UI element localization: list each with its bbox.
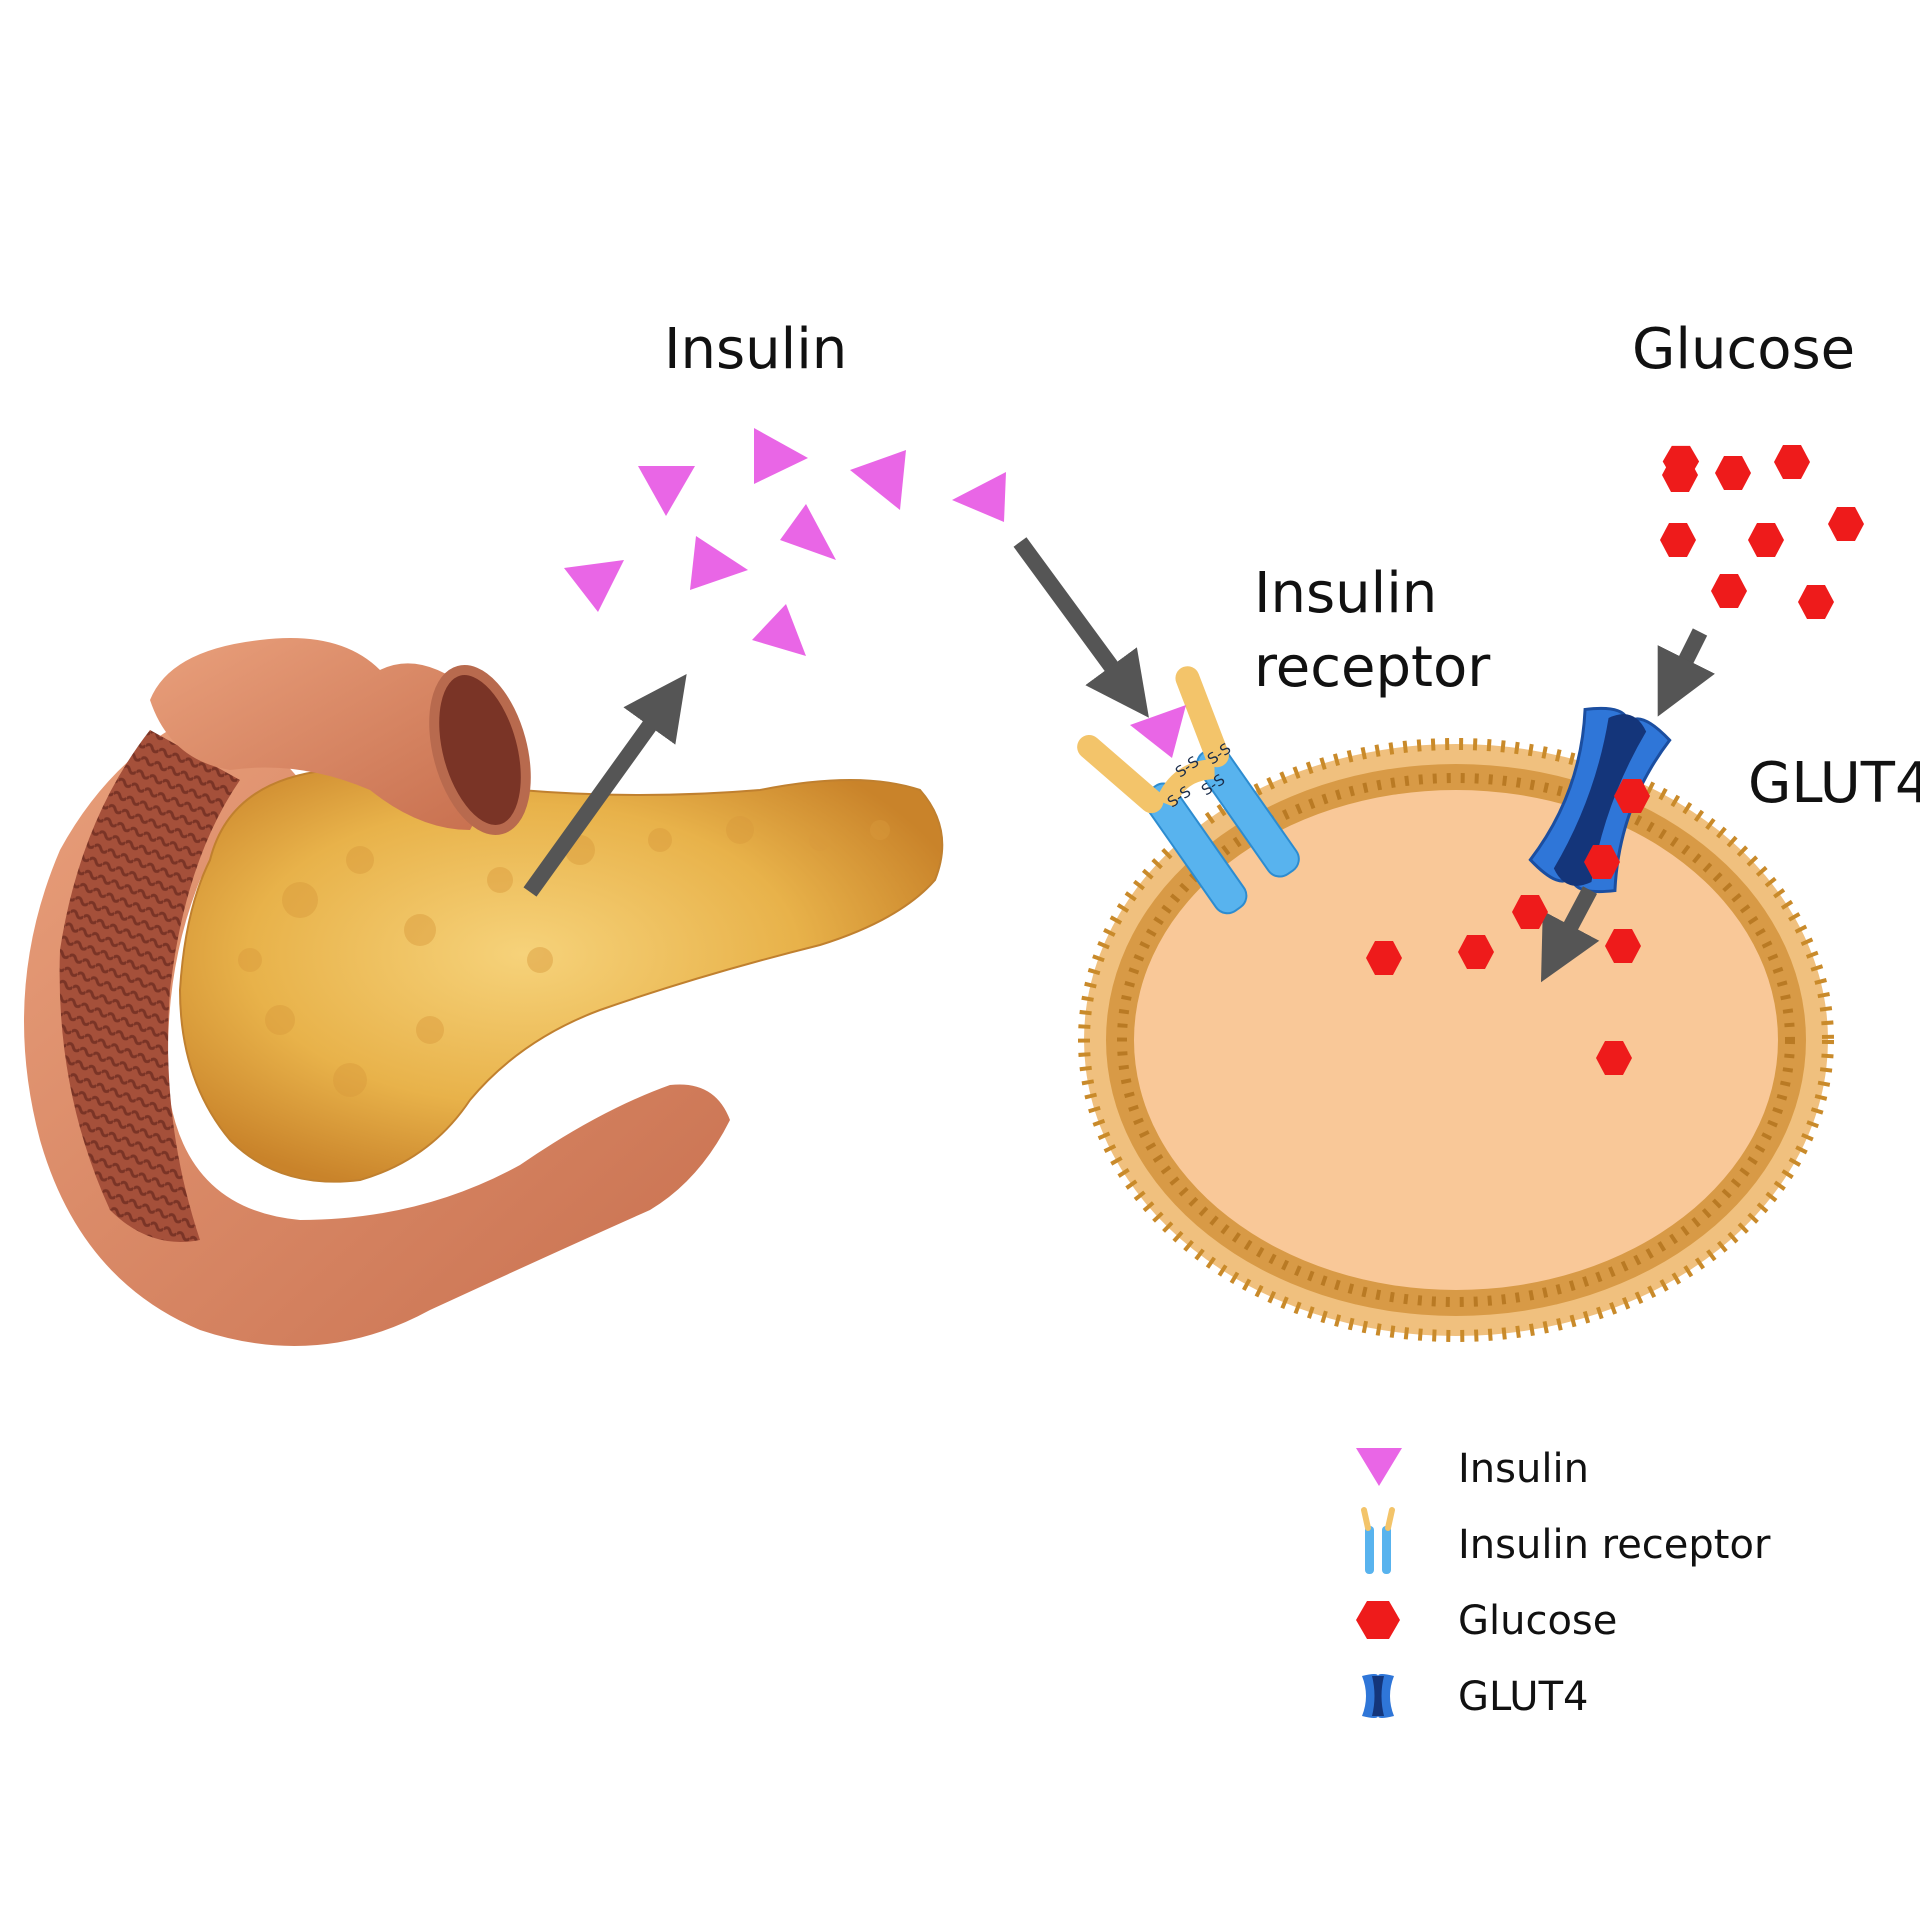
glut4-label: GLUT4 xyxy=(1748,751,1920,816)
legend-item-insulin-receptor: Insulin receptor xyxy=(1361,1507,1771,1574)
insulin-receptor-icon xyxy=(1361,1507,1395,1574)
bound-insulin-triangle xyxy=(1130,705,1186,758)
cell-cytoplasm xyxy=(1134,790,1778,1290)
legend-label: GLUT4 xyxy=(1458,1674,1588,1720)
glucose-molecules xyxy=(1366,445,1864,1075)
insulin-receptor-label-line2: receptor xyxy=(1254,635,1491,700)
glucose-hexagon xyxy=(1711,574,1747,608)
glucose-hexagon xyxy=(1774,445,1810,479)
insulin-receptor-label-line1: Insulin xyxy=(1254,561,1437,626)
duodenum-mucosa xyxy=(59,730,241,1242)
glucose-hexagon xyxy=(1512,895,1548,929)
arrow-glucose-into-cell xyxy=(1540,886,1600,983)
glucose-hexagon xyxy=(1584,845,1620,879)
insulin-triangle xyxy=(752,604,806,656)
duodenal-bulb xyxy=(150,638,490,830)
glucose-hexagon xyxy=(1605,929,1641,963)
pancreas-illustration xyxy=(24,638,944,1346)
glucose-hexagon-icon xyxy=(1356,1601,1400,1639)
legend-item-glut4: GLUT4 xyxy=(1362,1674,1588,1720)
duodenum xyxy=(24,700,730,1346)
legend-label: Glucose xyxy=(1458,1598,1617,1644)
pancreas xyxy=(178,766,944,1183)
legend-label: Insulin xyxy=(1458,1446,1589,1492)
glucose-hexagon xyxy=(1798,585,1834,619)
insulin-triangle-icon xyxy=(1356,1448,1402,1486)
cell xyxy=(1078,738,1834,1342)
glucose-hexagon xyxy=(1458,935,1494,969)
glucose-hexagon xyxy=(1366,941,1402,975)
insulin-triangle xyxy=(754,428,808,484)
glut4-transporter-icon xyxy=(1362,1674,1394,1718)
arrow-glucose-to-glut4 xyxy=(1657,628,1715,717)
insulin-receptor xyxy=(1077,666,1300,915)
glucose-hexagon xyxy=(1715,456,1751,490)
insulin-triangle xyxy=(690,536,748,590)
arrows xyxy=(523,537,1715,983)
duodenum-opening xyxy=(429,665,531,835)
arrow-insulin-to-receptor xyxy=(1013,537,1149,718)
glucose-hexagon xyxy=(1596,1041,1632,1075)
glucose-hexagon xyxy=(1828,507,1864,541)
insulin-triangle xyxy=(638,466,695,516)
pancreas-texture xyxy=(238,816,890,1097)
glucose-hexagon xyxy=(1662,458,1698,492)
insulin-molecules xyxy=(564,428,1006,656)
cell-membrane-inner xyxy=(1117,773,1795,1307)
legend: Insulin Insulin receptor Glucose GLUT4 xyxy=(1356,1446,1771,1720)
glucose-label: Glucose xyxy=(1632,317,1855,382)
glucose-hexagon xyxy=(1614,779,1650,813)
glucose-hexagon xyxy=(1748,523,1784,557)
legend-label: Insulin receptor xyxy=(1458,1522,1771,1568)
insulin-triangle xyxy=(952,472,1006,522)
insulin-triangle xyxy=(564,560,624,612)
legend-item-glucose: Glucose xyxy=(1356,1598,1617,1644)
insulin-label: Insulin xyxy=(664,317,847,382)
legend-item-insulin: Insulin xyxy=(1356,1446,1589,1492)
insulin-triangle xyxy=(780,504,836,560)
arrow-pancreas-to-insulin xyxy=(523,674,687,897)
glucose-hexagon xyxy=(1660,523,1696,557)
insulin-triangle xyxy=(850,450,906,510)
